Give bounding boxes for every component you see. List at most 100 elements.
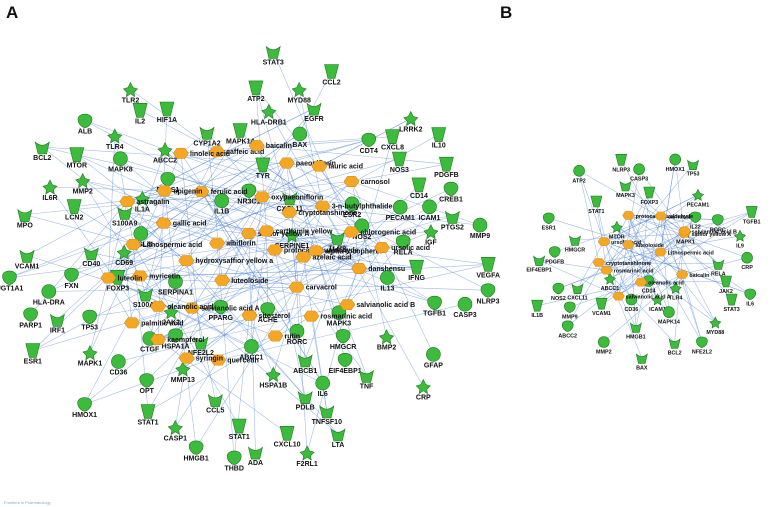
network-b-edge xyxy=(640,282,670,313)
network-a-compound-label: syringin xyxy=(196,356,223,363)
network-b-target-label: PDGFB xyxy=(545,259,564,265)
network-b-compound-label: carnosol xyxy=(668,215,691,221)
network-a-target-node: GFAP xyxy=(424,347,443,369)
network-b-compound-label: luteoloside xyxy=(635,243,663,249)
network-a-edge xyxy=(274,249,367,376)
network-a-target-label: IL1B xyxy=(214,209,229,216)
network-b-target-node: MYD88 xyxy=(706,316,724,336)
network-a-target-label: IRF1 xyxy=(50,327,65,334)
network-a-edge xyxy=(311,316,328,411)
network-a-target-label: OPT xyxy=(140,388,155,395)
network-a-target-label: EIF4EBP1 xyxy=(329,368,362,375)
network-a-target-label: ADA xyxy=(248,460,263,467)
network-b-edge xyxy=(606,164,694,271)
network-a-target-label: NFE2L2 xyxy=(188,350,214,357)
network-b-target-label: MAPK3 xyxy=(616,193,635,199)
network-b-target-node: IL9 xyxy=(733,229,747,249)
network-a-target-node: S100A8 xyxy=(133,288,158,309)
network-a-compound-node: oxypaeoniflorin xyxy=(254,191,323,203)
network-a-target-node: NOS2 xyxy=(352,218,372,241)
network-a-target-label: FASLG xyxy=(129,242,153,249)
network-a-target-node: CCL5 xyxy=(206,393,225,415)
network-a-target-label: PECAM1 xyxy=(386,215,415,222)
network-a-edge xyxy=(248,190,360,269)
network-b-edge xyxy=(539,259,607,271)
network-a-target-label: TLR4 xyxy=(106,144,124,151)
network-b-edge xyxy=(598,235,741,263)
network-b-target-node: CASP3 xyxy=(630,163,648,183)
network-a-target-node: LCN2 xyxy=(65,199,83,222)
network-b-target-label: MMP9 xyxy=(562,315,578,321)
network-a-target-node: CASP3 xyxy=(453,296,477,319)
network-b-target-label: NOS2 xyxy=(551,296,566,302)
network-b-target-node: IL6 xyxy=(744,288,757,308)
network-a-target-node: CREB1 xyxy=(439,181,463,204)
network-b-edge xyxy=(616,226,642,283)
network-a-target-node: IL1A xyxy=(135,190,150,213)
network-b-compound-node: cryptotanshinone xyxy=(592,258,651,267)
network-a-target-node: ATP2 xyxy=(247,80,265,103)
network-a-target-label: CXCL10 xyxy=(274,441,301,448)
network-a-target-node: HLA-DRA xyxy=(33,284,65,307)
network-b-target-node: JAK2 xyxy=(719,275,733,295)
network-a-target-node: IL13 xyxy=(380,270,395,293)
network-a-target-node: CDT4 xyxy=(360,132,378,155)
network-b-target-label: JAK2 xyxy=(719,289,733,295)
network-b-compound-label: cryptotanshinone xyxy=(606,261,651,267)
network-b-compound-node: carnosol xyxy=(654,211,691,221)
network-a-target-node: HMGB1 xyxy=(183,440,209,463)
network-b-target-node: MAPK14 xyxy=(658,306,680,326)
network-a-compound-label: rutin xyxy=(285,333,301,340)
network-a-compound-node: kaempferol xyxy=(150,334,205,345)
network-a-target-node: SERPINA1 xyxy=(158,274,193,297)
network-a-compound-label: baicalin xyxy=(266,143,292,150)
network-a-compound-node: apigenin xyxy=(156,185,202,197)
network-a-compound-label: palmitic acid xyxy=(141,320,183,327)
network-a-edge xyxy=(32,247,383,351)
network-a-compound-label: chlorogenic acid xyxy=(361,230,417,237)
network-b-edge xyxy=(598,262,719,265)
network-a-target-node: CD69 xyxy=(115,244,133,267)
network-a-target-node: VEGFA xyxy=(476,256,500,279)
network-a-target-node: PPARG xyxy=(209,300,233,322)
network-a-compound-node: danshensu xyxy=(351,263,405,274)
network-b-edge xyxy=(640,192,650,283)
network-b-target-label: NFE2L2 xyxy=(692,350,712,356)
network-b-target-node: EIF4EBP1 xyxy=(526,255,552,274)
network-a-edge xyxy=(315,250,435,303)
network-a-target-label: CDT4 xyxy=(360,148,378,155)
network-b-target-node: CD36 xyxy=(625,293,638,313)
network-b-edge xyxy=(554,215,661,253)
network-a-target-node: TLR4 xyxy=(106,128,124,151)
network-a-target-node: LTA xyxy=(330,428,346,449)
network-a-compound-node: sitosterol xyxy=(241,309,290,321)
network-a-compound-label: cryptotanshinone xyxy=(298,210,357,217)
network-a-target-node: TP53 xyxy=(81,309,98,332)
network-a-target-label: PTGS2 xyxy=(441,224,464,231)
network-b-edge xyxy=(640,211,752,283)
network-a-edge xyxy=(195,287,297,448)
network-a-compound-label: salvianolic acid B xyxy=(356,302,415,309)
network-b-target-node: CXCL11 xyxy=(567,283,588,302)
network-a-edge xyxy=(217,231,431,244)
network-a-target-label: ATP2 xyxy=(247,96,264,103)
network-b-edge xyxy=(596,201,619,297)
network-a-edge xyxy=(158,264,489,340)
network-a-target-label: IL1A xyxy=(135,206,150,213)
network-b-edge xyxy=(631,274,683,300)
network-b-target-node: PDGFB xyxy=(545,246,564,265)
network-b-compound-label: salvianolic acid B xyxy=(692,229,737,235)
network-a-edge xyxy=(266,230,268,310)
network-b-target-label: EIF4EBP1 xyxy=(526,268,551,274)
network-a-target-label: MAPK1 xyxy=(78,361,103,368)
network-b-compound-node: salvianolic acid A xyxy=(612,291,671,301)
network-a-target-label: MTOR xyxy=(67,163,87,170)
network-a-compound-node: Lithospermic acid xyxy=(125,238,202,250)
network-a-target-label: CRP xyxy=(416,395,431,402)
network-a-target-node: ABCC2 xyxy=(153,142,177,165)
network-b-compound-node: rosmarinic acid xyxy=(600,265,654,275)
network-b-edge xyxy=(567,233,685,327)
network-b-edge xyxy=(628,215,670,313)
network-a-edge xyxy=(164,149,297,288)
network-a-target-node: MAPK3 xyxy=(327,305,351,328)
